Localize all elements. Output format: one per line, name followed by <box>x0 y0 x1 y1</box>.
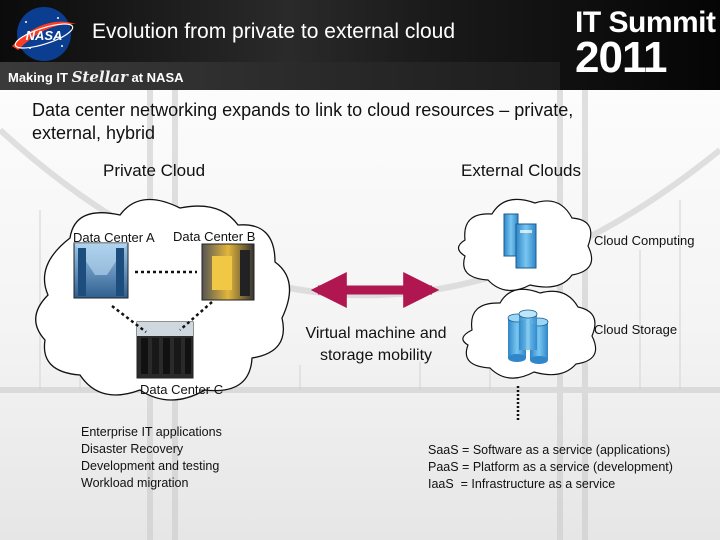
mobility-label: Virtual machine and storage mobility <box>305 325 447 364</box>
tagline-stellar: Stellar <box>71 68 128 86</box>
list-item: Enterprise IT applications <box>81 425 222 439</box>
list-item: PaaS = Platform as a service (developmen… <box>428 460 673 474</box>
slide-subtitle: Data center networking expands to link t… <box>32 100 574 143</box>
tagline-end: at NASA <box>127 70 184 85</box>
cloud-computing-label: Cloud Computing <box>594 233 695 248</box>
external-clouds-heading: External Clouds <box>461 161 582 180</box>
data-center-c-photo <box>136 321 194 379</box>
use-case-list: Enterprise IT applications Disaster Reco… <box>81 424 222 492</box>
tagline: Making IT Stellar at NASA <box>8 68 184 86</box>
list-item: Development and testing <box>81 459 220 473</box>
server-rack-icon <box>503 213 537 269</box>
storage-cylinders-icon <box>507 309 549 364</box>
list-item: Workload migration <box>81 476 189 490</box>
tagline-band <box>0 62 560 90</box>
slide-title: Evolution from private to external cloud <box>92 20 456 43</box>
svg-text:NASA: NASA <box>26 28 63 43</box>
list-item: SaaS = Software as a service (applicatio… <box>428 443 671 457</box>
header-bar: NASA Evolution from private to external … <box>0 0 720 90</box>
data-center-b-photo <box>201 243 255 301</box>
cloud-storage-label: Cloud Storage <box>594 322 678 337</box>
list-item: Disaster Recovery <box>81 442 184 456</box>
link-a-c <box>111 305 147 333</box>
it-summit-year: 2011 <box>575 33 667 82</box>
private-cloud-heading: Private Cloud <box>103 161 206 180</box>
tagline-start: Making IT <box>8 70 72 85</box>
nasa-logo-icon: NASA <box>12 7 76 61</box>
data-center-a-label: Data Center A <box>73 230 155 245</box>
data-center-b-label: Data Center B <box>173 229 256 244</box>
list-item: IaaS = Infrastructure as a service <box>428 477 616 491</box>
data-center-c-label: Data Center C <box>140 382 224 397</box>
link-b-c <box>179 301 213 331</box>
it-summit-logo-text: IT Summit <box>575 6 716 39</box>
service-definitions-list: SaaS = Software as a service (applicatio… <box>428 442 673 493</box>
data-center-a-photo <box>73 242 129 299</box>
